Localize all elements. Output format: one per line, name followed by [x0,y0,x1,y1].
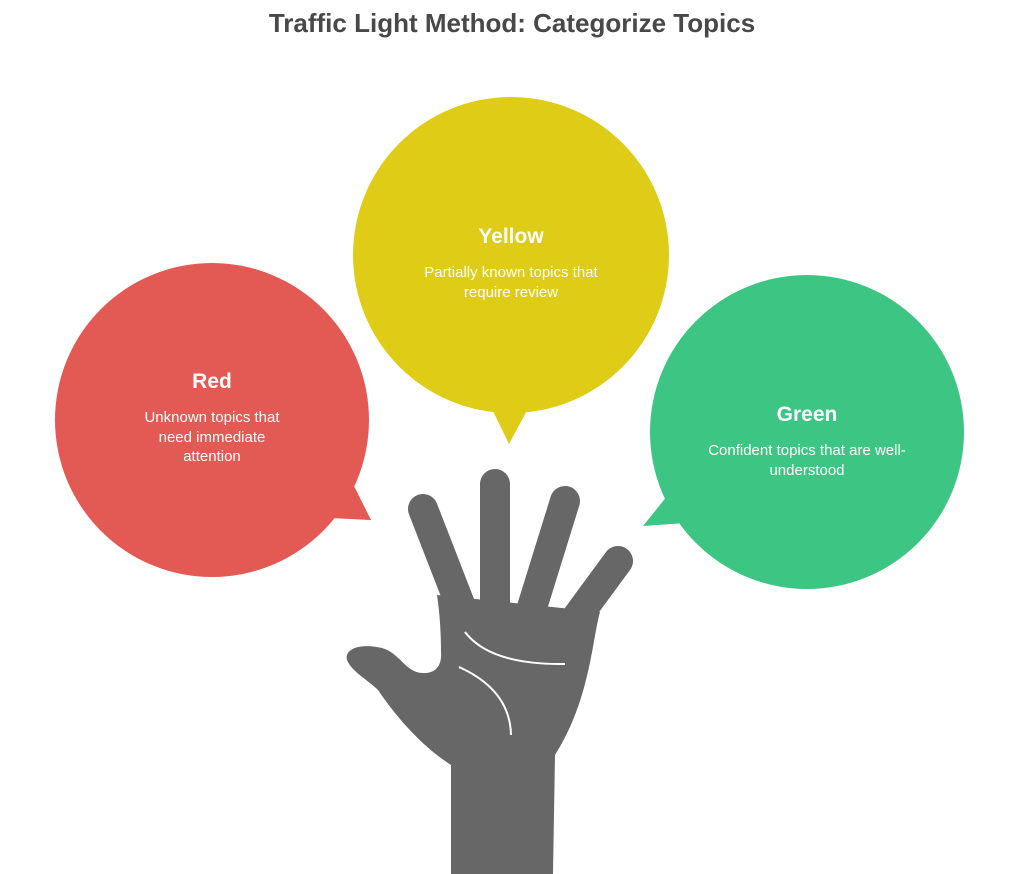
green-description: Confident topics that are well-understoo… [708,442,906,479]
red-bubble [55,263,371,577]
hand-icon [346,469,633,874]
red-description: Unknown topics that need immediate atten… [144,409,280,465]
diagram-title: Traffic Light Method: Categorize Topics [268,8,756,38]
yellow-bubble [353,97,669,444]
green-heading: Green [776,403,838,426]
yellow-bubble-text: Yellow Partially known topics that requi… [411,225,611,302]
green-bubble [643,275,964,589]
yellow-description: Partially known topics that require revi… [424,264,598,301]
yellow-heading: Yellow [478,225,544,248]
red-bubble-text: Red Unknown topics that need immediate a… [112,370,312,467]
red-heading: Red [192,370,232,393]
green-bubble-text: Green Confident topics that are well-und… [707,403,907,480]
